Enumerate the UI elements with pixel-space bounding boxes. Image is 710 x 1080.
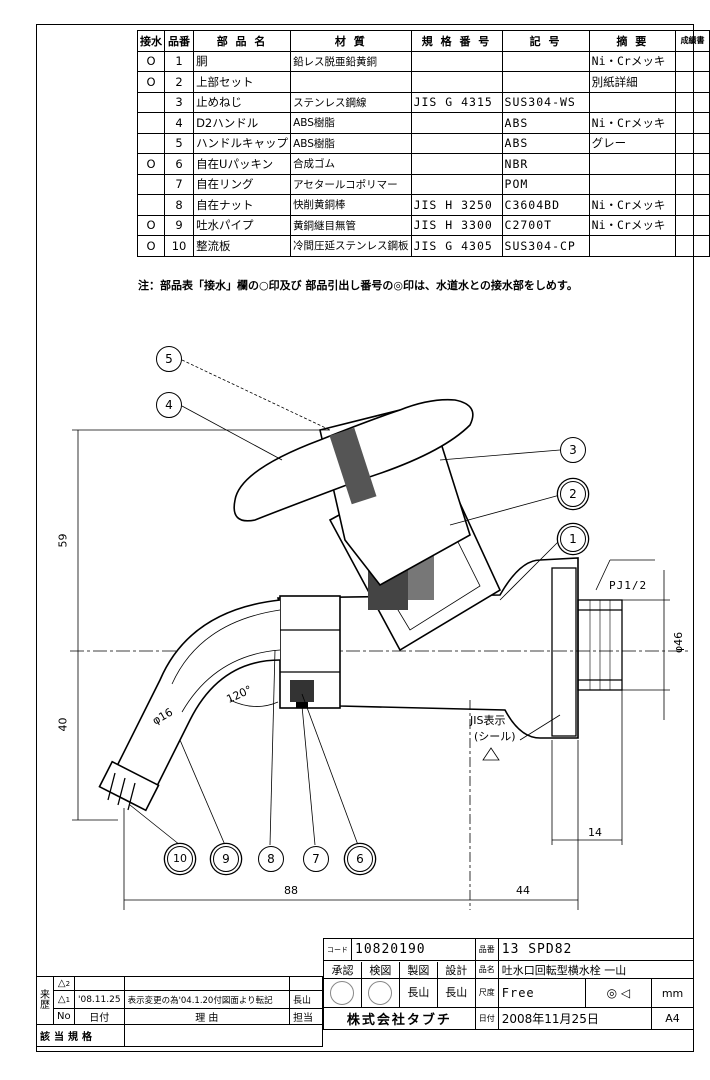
cell-summary: Ni・Crメッキ bbox=[588, 194, 677, 216]
inspect-stamp bbox=[362, 979, 400, 1007]
cell-standard: JIS H 3300 bbox=[410, 214, 503, 236]
parts-table: 接水 品番 部 品 名 材 質 規 格 番 号 記 号 摘 要 成績書 O 1 … bbox=[137, 30, 710, 257]
cell-summary bbox=[588, 235, 677, 257]
date-value: 2008年11月25日 bbox=[497, 1007, 653, 1030]
cell-symbol: SUS304-CP bbox=[501, 235, 590, 257]
cell-finish bbox=[675, 235, 710, 257]
company-name: 株式会社タブチ bbox=[323, 1007, 476, 1030]
code-value: 10820190 bbox=[351, 938, 476, 961]
balloon-4: 4 bbox=[156, 392, 182, 418]
cell-material: ステンレス鋼線 bbox=[290, 91, 412, 113]
cell-material: 冷間圧延ステンレス鋼板 bbox=[290, 235, 412, 257]
dim-width-right: 44 bbox=[516, 884, 530, 897]
cell-name: 吐水パイプ bbox=[193, 214, 292, 236]
table-note: 注：部品表「接水」欄の○印及び 部品引出し番号の◎印は、水道水との接水部をしめす… bbox=[138, 279, 578, 292]
header-number: 品番 bbox=[163, 30, 195, 52]
rev-head-reason: 理 由 bbox=[123, 1008, 291, 1025]
table-row: 4 D2ハンドル ABS樹脂 ABS Ni・Crメッキ bbox=[137, 112, 710, 134]
rev-entry-person: 長山 bbox=[289, 990, 323, 1009]
table-row: 8 自在ナット 快削黄銅棒 JIS H 3250 C3604BD Ni・Crメッ… bbox=[137, 194, 710, 216]
balloon-1: 1 bbox=[560, 526, 586, 552]
inspect-label: 検図 bbox=[362, 961, 400, 978]
balloon-6: 6 bbox=[347, 846, 373, 872]
balloon-10: 10 bbox=[167, 846, 193, 872]
dim-height-upper: 59 bbox=[56, 533, 70, 548]
name-label: 品名 bbox=[474, 960, 499, 979]
cell-symbol: SUS304-WS bbox=[501, 91, 590, 113]
cell-no: 1 bbox=[163, 50, 195, 72]
balloon-8: 8 bbox=[258, 846, 284, 872]
title-block: コード 10820190 品番 13 SPD82 承認 検図 製図 設計 品名 … bbox=[323, 938, 695, 1030]
table-row: 7 自在リング アセタールコポリマー POM bbox=[137, 173, 710, 195]
rev-entry-date: '08.11.25 bbox=[74, 990, 125, 1009]
cell-summary: Ni・Crメッキ bbox=[588, 112, 677, 134]
dim-width-left: 88 bbox=[284, 884, 298, 897]
rev-mark-1: △1 bbox=[53, 990, 75, 1009]
rev-head-person: 担当 bbox=[289, 1008, 323, 1025]
balloon-9: 9 bbox=[213, 846, 239, 872]
draw-name: 長山 bbox=[400, 979, 438, 1007]
revision-side-label: 来歴 bbox=[36, 976, 54, 1025]
rev-head-date: 日付 bbox=[74, 1008, 125, 1025]
cell-standard: JIS G 4315 bbox=[410, 91, 503, 113]
table-row: O 2 上部セット 別紙詳細 bbox=[137, 71, 710, 93]
revision-block: 来歴 △2 △1 '08.11.25 表示変更の為'04.1.20付図面より転記… bbox=[36, 976, 324, 1047]
cell-name: 止めねじ bbox=[193, 91, 292, 113]
unit-value: mm bbox=[651, 978, 694, 1008]
cell-no: 10 bbox=[163, 235, 195, 257]
drawing-frame bbox=[36, 24, 694, 1052]
part-no-label: 品番 bbox=[474, 938, 499, 961]
cell-material: 快削黄銅棒 bbox=[290, 194, 412, 216]
table-row: O 10 整流板 冷間圧延ステンレス鋼板 JIS G 4305 SUS304-C… bbox=[137, 235, 710, 257]
cell-summary: Ni・Crメッキ bbox=[588, 50, 677, 72]
design-label: 設計 bbox=[445, 963, 468, 977]
header-standard: 規 格 番 号 bbox=[410, 30, 503, 52]
balloon-2: 2 bbox=[560, 481, 586, 507]
cell-symbol: C3604BD bbox=[501, 194, 590, 216]
approve-label: 承認 bbox=[324, 961, 362, 978]
cell-name: 自在Uパッキン bbox=[193, 153, 292, 175]
parts-table-header: 接水 品番 部 品 名 材 質 規 格 番 号 記 号 摘 要 成績書 bbox=[137, 30, 710, 52]
product-name: 吐水口回転型横水栓 一山 bbox=[497, 960, 695, 979]
cell-no: 8 bbox=[163, 194, 195, 216]
dim-diameter: φ46 bbox=[672, 631, 686, 654]
seal-label: (シール) bbox=[474, 730, 516, 743]
rev-head-no: No bbox=[53, 1008, 75, 1025]
dim-thread: PJ1/2 bbox=[609, 579, 648, 592]
paper-size: A4 bbox=[651, 1007, 694, 1030]
scale-value: Free bbox=[497, 978, 586, 1008]
rev-mark-2: △2 bbox=[53, 976, 75, 991]
table-row: O 6 自在Uパッキン 合成ゴム NBR bbox=[137, 153, 710, 175]
dim-height-lower: 40 bbox=[56, 717, 70, 732]
table-row: 5 ハンドルキャップ ABS樹脂 ABS グレー bbox=[137, 132, 710, 154]
cell-name: 整流板 bbox=[193, 235, 292, 257]
projection-icon: ◎ ◁ bbox=[584, 978, 653, 1008]
balloon-7: 7 bbox=[303, 846, 329, 872]
scale-label: 尺度 bbox=[474, 978, 499, 1008]
jis-mark-label: JIS表示 bbox=[470, 714, 506, 727]
header-name: 部 品 名 bbox=[193, 30, 292, 52]
cell-name: 自在ナット bbox=[193, 194, 292, 216]
cell-material: ABS樹脂 bbox=[290, 132, 412, 154]
stamp-row: 長山 長山 bbox=[323, 978, 476, 1008]
balloon-5: 5 bbox=[156, 346, 182, 372]
cell-name: ハンドルキャップ bbox=[193, 132, 292, 154]
rev-entry-reason: 表示変更の為'04.1.20付図面より転記 bbox=[123, 990, 291, 1009]
stamp-headers: 承認 検図 製図 設計 bbox=[323, 960, 476, 979]
date-label: 日付 bbox=[474, 1007, 499, 1030]
cell-standard: JIS G 4305 bbox=[410, 235, 503, 257]
part-no-value: 13 SPD82 bbox=[497, 938, 695, 961]
spec-label: 該当規格 bbox=[36, 1024, 125, 1047]
draw-label: 製図 bbox=[400, 961, 438, 978]
balloon-3: 3 bbox=[560, 437, 586, 463]
approve-stamp bbox=[324, 979, 362, 1007]
code-label: コード bbox=[323, 938, 352, 961]
cell-symbol: ABS bbox=[501, 112, 590, 134]
dim-flange: 14 bbox=[588, 826, 602, 839]
design-name: 長山 bbox=[445, 986, 468, 999]
